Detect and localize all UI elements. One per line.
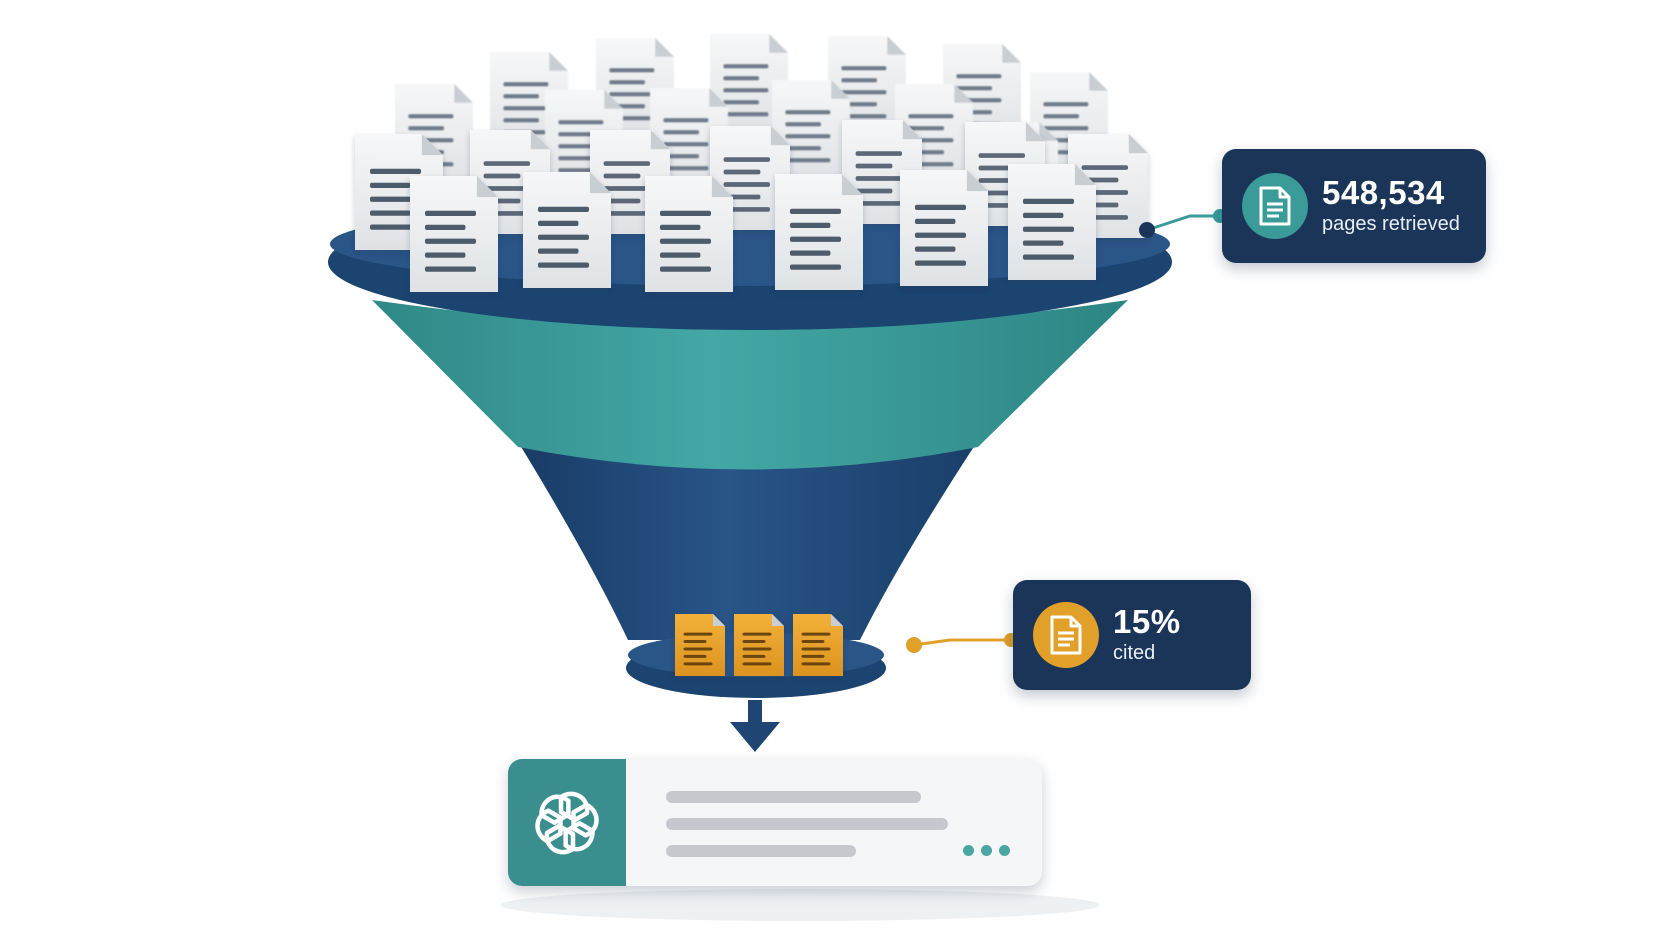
cited-label: cited [1113,642,1156,664]
more-dots-icon [963,845,1010,856]
cited-pages [675,614,843,676]
page-document-icon [734,614,784,676]
pages-retrieved-value: 548,534 [1322,174,1445,211]
funnel-teal-section [372,300,1128,470]
document-icon [1242,173,1308,239]
retrieved-pages [355,34,1148,292]
cited-value: 15% [1113,603,1181,640]
arrow-down-icon [730,700,780,752]
page-document-icon [775,174,863,290]
page-document-icon [1008,164,1096,280]
funnel-lower-section [520,445,975,640]
pages-retrieved-label: pages retrieved [1322,213,1460,235]
page-document-icon [523,172,611,288]
document-icon [1033,602,1099,668]
answer-text-line [666,845,856,857]
page-document-icon [710,34,788,134]
page-document-icon [900,170,988,286]
answer-text-line [666,791,921,803]
page-document-icon [772,80,850,180]
page-document-icon [675,614,725,676]
chatgpt-answer-card [508,759,1042,886]
chatgpt-logo-icon [531,787,603,859]
answer-text-line [666,818,948,830]
connector-retrieved [1139,209,1227,238]
page-document-icon [645,176,733,292]
connector-cited [906,633,1018,653]
page-document-icon [793,614,843,676]
page-document-icon [410,176,498,292]
chatgpt-logo-panel [508,759,626,886]
pages-retrieved-callout: 548,534 pages retrieved [1222,149,1486,263]
answer-content [626,759,1042,886]
cited-callout: 15% cited [1013,580,1251,690]
ground-shadow [500,889,1100,921]
